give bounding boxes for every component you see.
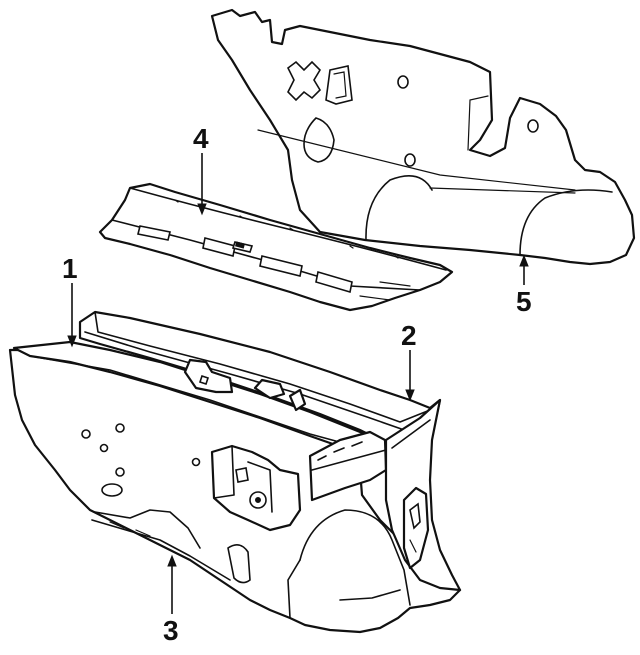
callout-4: 4 (193, 123, 209, 154)
callout-1: 1 (62, 253, 78, 284)
callout-3: 3 (163, 615, 179, 646)
cowl-vent-panel[interactable] (98, 182, 454, 312)
cowl-assembly[interactable] (8, 310, 462, 634)
leader-lines (67, 153, 529, 614)
insulator-pad[interactable] (210, 8, 636, 266)
callout-2: 2 (401, 320, 417, 351)
callout-5: 5 (516, 286, 532, 317)
